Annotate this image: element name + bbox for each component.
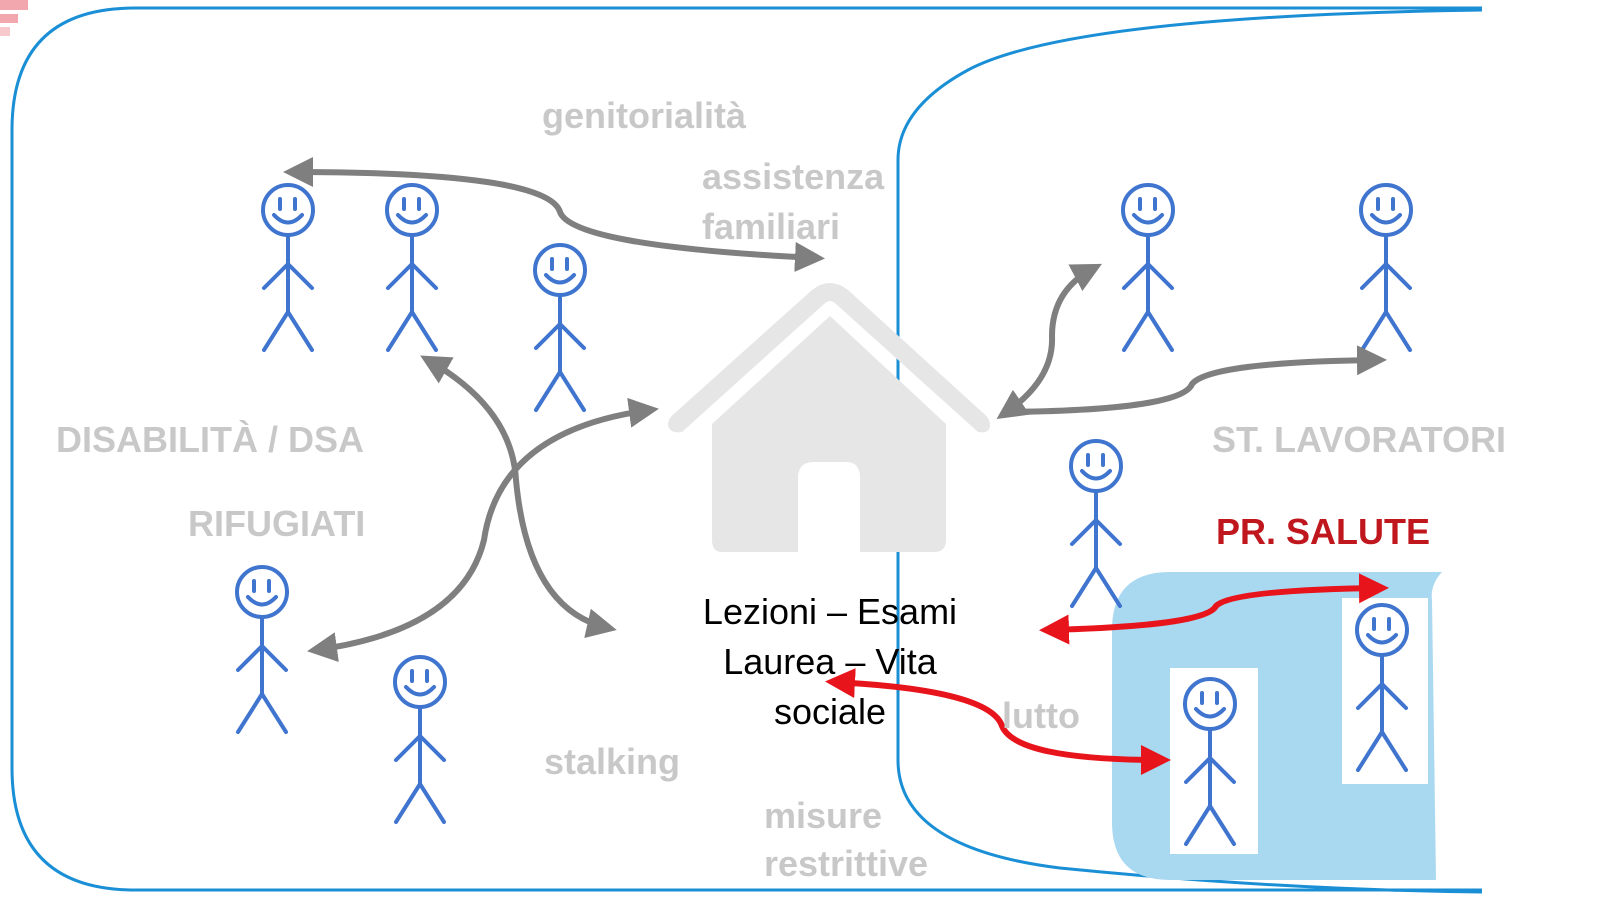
label-st-lavoratori: ST. LAVORATORI (1212, 419, 1507, 460)
arrow-red-bottom (825, 668, 1171, 775)
stick-figure-icon (1359, 183, 1413, 352)
label-familiari: familiari (702, 206, 841, 247)
stick-figure-icon (1121, 183, 1175, 352)
stick-figure-icon (261, 183, 315, 352)
center-text-line-2: Laurea – Vita (723, 641, 937, 682)
shaded-health-area (1112, 572, 1442, 880)
arrow-cross-1 (420, 355, 617, 639)
label-lutto: lutto (1002, 695, 1080, 736)
center-text-line-1: Lezioni – Esami (702, 591, 958, 632)
stick-figure-icon (533, 243, 587, 412)
label-pr-salute: PR. SALUTE (1216, 511, 1431, 552)
label-misure: misure (764, 795, 883, 836)
logo-fragment (0, 0, 28, 36)
label-genitorialita: genitorialità (542, 95, 747, 136)
stick-figure-icon (1069, 439, 1123, 608)
red-arrows (825, 573, 1389, 775)
stick-figure-icon (393, 655, 447, 824)
label-assistenza: assistenza (702, 156, 885, 197)
stick-figure-icon (235, 565, 289, 734)
stick-figure-icon (385, 183, 439, 352)
arrow-cross-2 (307, 397, 659, 663)
label-restrittive: restrittive (764, 843, 929, 884)
label-rifugiati: RIFUGIATI (188, 503, 366, 544)
house-icon (668, 283, 990, 552)
arrow-red-top (1039, 573, 1389, 645)
outer-region-outline (10, 6, 1482, 892)
gray-arrows (283, 157, 1387, 663)
arrow-top-left (283, 157, 825, 272)
label-stalking: stalking (544, 741, 681, 782)
arrow-right-long (1005, 345, 1387, 415)
arrow-right-up (996, 263, 1102, 420)
center-text-line-3: sociale (773, 691, 887, 732)
label-disabilita: DISABILITÀ / DSA (56, 419, 365, 460)
